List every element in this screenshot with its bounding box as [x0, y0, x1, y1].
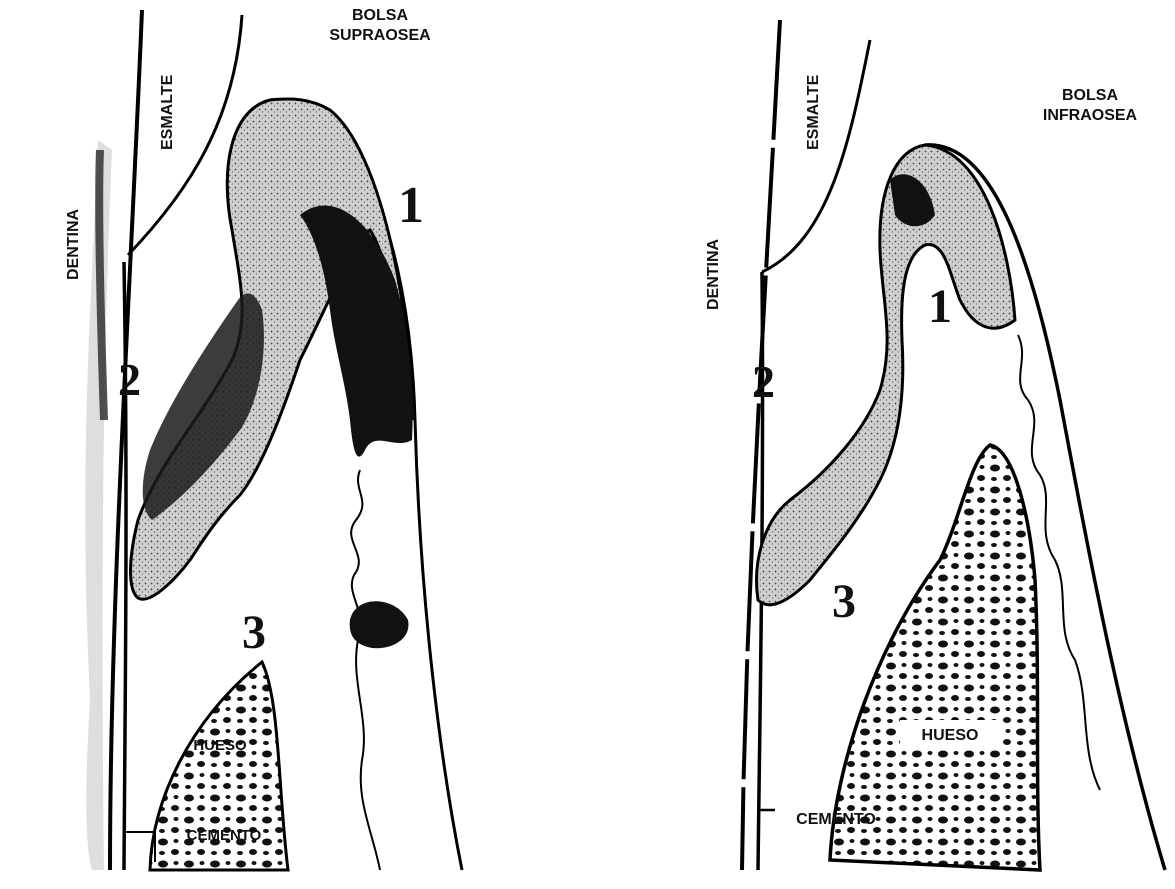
pocket-label-line2: INFRAOSEA — [1043, 107, 1138, 124]
zone-2-number: 2 — [118, 354, 141, 405]
epithelial-attachment-line — [351, 470, 380, 870]
zone-2-number: 2 — [752, 356, 775, 407]
cementum-label: CEMENTO — [796, 811, 876, 828]
pocket-label-line1: BOLSA — [1062, 87, 1118, 104]
enamel-label: ESMALTE — [159, 74, 176, 150]
dentin-region — [85, 140, 112, 870]
pocket-label-line1: BOLSA — [352, 7, 408, 24]
dentin-label: DENTINA — [705, 238, 722, 310]
zone-1-number: 1 — [928, 280, 952, 333]
zone-3-number: 3 — [832, 575, 856, 628]
figure-infrabony-pocket: BOLSA INFRAOSEA ESMALTE DENTINA 1 2 3 HU… — [705, 20, 1165, 870]
enamel-edge — [128, 15, 242, 255]
zone-1-number: 1 — [398, 177, 424, 234]
enamel-label: ESMALTE — [805, 74, 822, 150]
bone-label: HUESO — [922, 727, 979, 744]
pocket-label-line2: SUPRAOSEA — [329, 27, 431, 44]
inflamed-tissue — [300, 205, 413, 456]
dentin-label: DENTINA — [65, 208, 82, 280]
zone-3-number: 3 — [242, 606, 266, 659]
figure-suprabony-pocket: BOLSA SUPRAOSEA ESMALTE DENTINA 1 2 3 HU… — [65, 7, 462, 870]
bone-label: HUESO — [193, 737, 247, 754]
tissue-blob — [350, 601, 409, 648]
cementum-label: CEMENTO — [187, 827, 262, 844]
